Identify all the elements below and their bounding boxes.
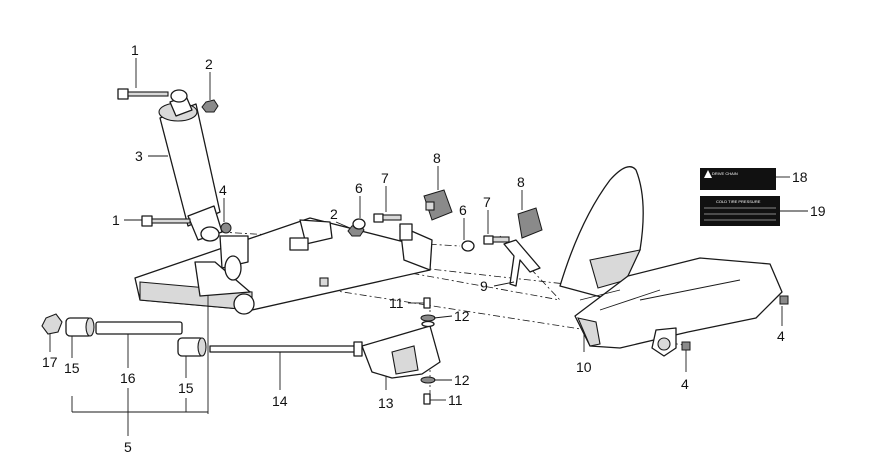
rear-fender <box>559 166 783 357</box>
callout-1-top: 1 <box>131 42 139 58</box>
fender-screw-bottom <box>681 341 691 351</box>
callout-18: 18 <box>792 169 808 185</box>
callout-19: 19 <box>810 203 826 219</box>
callout-2-top: 2 <box>205 56 213 72</box>
washer-right <box>461 240 475 252</box>
guide-screw-bottom <box>423 393 431 405</box>
callout-5: 5 <box>124 439 132 455</box>
callout-14: 14 <box>272 393 288 409</box>
callout-2-mid: 2 <box>330 206 338 222</box>
callout-11-bottom: 11 <box>448 392 463 408</box>
callout-8-right: 8 <box>517 174 525 190</box>
swing-arm <box>134 217 433 414</box>
guide-screw-top <box>423 297 431 309</box>
pivot-nut <box>41 313 63 335</box>
pivot-axle <box>209 341 363 357</box>
callout-numbers: 1 2 3 4 1 2 6 7 8 6 7 8 9 10 11 12 12 11… <box>42 42 826 455</box>
drive-chain-label-text: DRIVE CHAIN <box>712 171 738 176</box>
guide-washer-bottom <box>420 376 436 384</box>
lower-shock-bolt <box>141 215 191 227</box>
pivot-collar <box>95 321 183 335</box>
callout-15-right: 15 <box>178 380 194 396</box>
bolt-right <box>483 235 510 245</box>
brake-hose-bracket <box>503 239 541 287</box>
chain-guide <box>361 325 441 379</box>
callout-3: 3 <box>135 148 143 164</box>
callout-12-bottom: 12 <box>454 372 470 388</box>
callout-1-mid: 1 <box>112 212 120 228</box>
callout-6-left: 6 <box>355 180 363 196</box>
callout-10: 10 <box>576 359 592 375</box>
callout-8-left: 8 <box>433 150 441 166</box>
guide-washer-top <box>420 314 436 328</box>
callout-12-top: 12 <box>454 308 470 324</box>
callout-7-right: 7 <box>483 194 491 210</box>
upper-shock-bolt <box>117 88 169 100</box>
rear-shock-absorber <box>158 89 223 242</box>
leader-lines <box>49 58 808 436</box>
fender-screw-right <box>779 295 789 305</box>
callout-9: 9 <box>480 278 488 294</box>
callout-13: 13 <box>378 395 394 411</box>
callout-4-right: 4 <box>777 328 785 344</box>
lower-shock-washer <box>220 222 232 234</box>
callout-6-right: 6 <box>459 202 467 218</box>
chain-slider-right <box>517 207 543 239</box>
callout-4-left: 4 <box>219 182 227 198</box>
callout-15-left: 15 <box>64 360 80 376</box>
washer-left <box>352 218 366 230</box>
chain-slider-left <box>423 189 453 221</box>
drive-chain-warning-label: DRIVE CHAIN <box>700 168 776 190</box>
callout-7-left: 7 <box>381 170 389 186</box>
bolt-left <box>373 213 402 223</box>
callout-11-top: 11 <box>389 295 404 311</box>
callout-16: 16 <box>120 370 136 386</box>
pivot-bushing-right <box>177 337 207 357</box>
callout-17: 17 <box>42 354 58 370</box>
upper-shock-nut <box>201 99 219 113</box>
pivot-bushing-left <box>65 317 95 337</box>
tire-pressure-label-text: COLD TIRE PRESSURE <box>716 199 761 204</box>
callout-4-bottom: 4 <box>681 376 689 392</box>
tire-pressure-label: COLD TIRE PRESSURE <box>700 196 780 226</box>
